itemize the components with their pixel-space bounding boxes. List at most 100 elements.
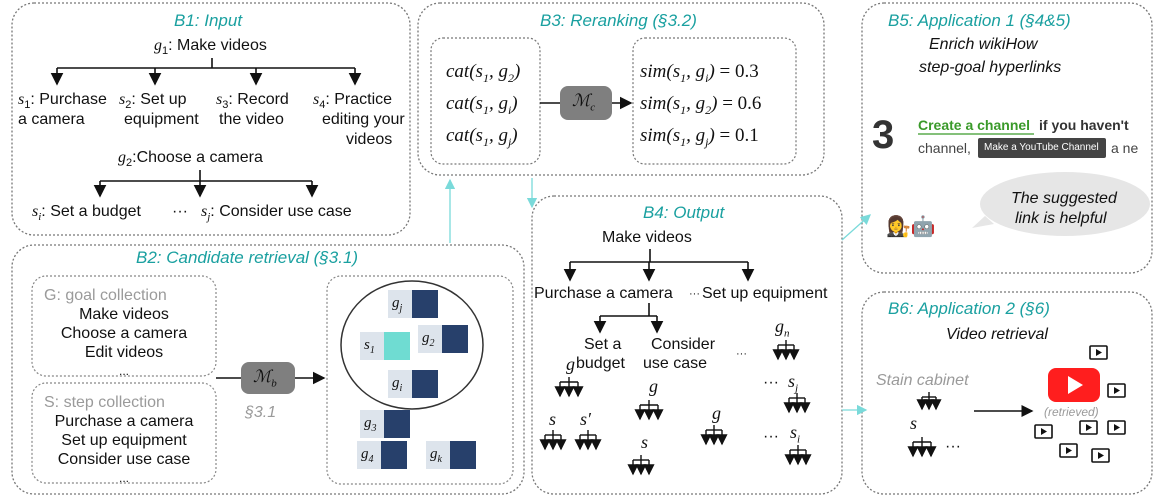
embedding-vector [384,332,410,360]
model-c: ℳc [572,91,596,114]
play-icon [1066,447,1072,454]
b1-step4-line3: videos [346,131,393,148]
b1-step1: s1: Purchase [18,91,107,112]
section-ref: §3.1 [245,404,277,421]
bubble-text: link is helpful [1015,210,1107,227]
b3-output: sim(s1, gj) = 0.1 [640,125,759,149]
embedding-vector [381,441,407,469]
embedding-vector [412,370,438,398]
b5-subtitle: Enrich wikiHow [929,36,1038,53]
embedding-vector [450,441,476,469]
b4-panel [531,195,843,495]
b4-g: g [566,354,575,374]
b1-si: si: Set a budget [32,203,141,224]
b1-step4-line2: editing your [322,111,405,128]
play-icon [1098,452,1104,459]
b4-root: Make videos [602,229,692,246]
vector-label-cell [388,370,412,398]
user-avatar-icon: 👩‍⚖️🤖 [886,216,936,238]
link-tooltip: Make a YouTube Channel [984,142,1099,153]
b6-title: B6: Application 2 (§6) [888,299,1050,318]
goal-collection-header: G: goal collection [44,287,167,304]
suggested-link[interactable]: Create a channel [918,117,1031,133]
step-item: Consider use case [57,451,191,468]
vector-label: gk [430,446,442,465]
bubble-text: The suggested [1011,190,1117,207]
b4-title: B4: Output [643,203,725,222]
b5-subtitle: step-goal hyperlinks [919,59,1062,76]
vector-label: g4 [361,446,374,465]
b1-dots: ··· [172,203,188,220]
b4-mid-dots: ··· [689,288,700,300]
goal-item: Choose a camera [60,325,188,342]
b4-gn: gn [775,316,790,340]
b6-s: s [910,413,918,433]
b1-goal2: g2:Choose a camera [118,149,263,170]
b6-query: Stain cabinet [876,372,969,389]
vector-label: g3 [364,415,377,434]
b3-input: cat(s1, g2) [446,61,521,85]
model-b: ℳb [253,367,277,390]
b4-sj: sj [788,371,799,395]
b1-step3: s3: Record [216,91,289,112]
step-collection-header: S: step collection [44,394,165,411]
embedding-vector [442,325,468,353]
b3-input: cat(s1, gj) [446,125,518,149]
b1-panel [11,2,411,236]
b1-goal1: g1: Make videos [154,37,267,58]
goal-item: Edit videos [84,344,164,361]
step-item: Set up equipment [61,432,187,449]
b4-leaf2: Consider [651,336,716,353]
vector-label-cell [360,410,384,438]
b1-step3-line2: the video [219,111,284,128]
play-icon [1086,424,1092,431]
vector-label: gj [392,295,403,314]
b6-subtitle: Video retrieval [946,326,1048,343]
vector-label-cell [418,325,442,353]
b4-s: s [641,432,649,452]
b4-child2: Set up equipment [702,285,828,302]
play-icon [1041,428,1047,435]
b4-dots: ··· [763,428,779,445]
b1-step2: s2: Set up [119,91,187,112]
b4-leaf1b: budget [576,355,625,372]
step-text-line2b: a ne [1111,140,1139,156]
vector-label: s1 [364,337,375,356]
b4-s: s [549,409,557,429]
b5-title: B5: Application 1 (§4&5) [888,11,1071,30]
vector-label-cell [388,290,412,318]
b5-panel [861,2,1153,274]
b3-output: sim(s1, gi) = 0.3 [640,61,759,85]
b4-s-prime: s′ [580,409,591,429]
b2-panel [11,244,525,495]
vector-label-cell [357,441,381,469]
vector-label: gi [392,375,403,394]
step-item: Purchase a camera [54,413,194,430]
b3-panel [417,2,825,176]
b3-output: sim(s1, g2) = 0.6 [640,93,762,117]
b4-g: g [712,403,721,423]
play-icon [1096,349,1102,356]
b4-g: g [649,376,658,396]
retrieved-label: (retrieved) [1044,405,1099,419]
b4-leaf2b: use case [643,355,708,372]
b3-title: B3: Reranking (§3.2) [540,11,697,30]
b1-step4: s4: Practice [313,91,393,112]
step-item: ... [118,471,129,485]
b1-step2-line2: equipment [124,111,199,128]
goal-item: Make videos [79,306,169,323]
b4-child1: Purchase a camera [534,285,673,302]
embedding-vector [412,290,438,318]
b6-dots: ··· [945,438,961,455]
step-text-line2: channel, [918,140,971,156]
b4-dots: ··· [763,374,779,391]
play-icon [1114,387,1120,394]
b4-leaf-dots: ··· [736,348,747,360]
step-number: 3 [872,113,895,157]
b1-sj: sj: Consider use case [201,203,352,224]
b1-step1-line2: a camera [18,111,85,128]
play-icon [1114,424,1120,431]
goal-item: ... [118,364,129,378]
b4-leaf1: Set a [584,336,622,353]
